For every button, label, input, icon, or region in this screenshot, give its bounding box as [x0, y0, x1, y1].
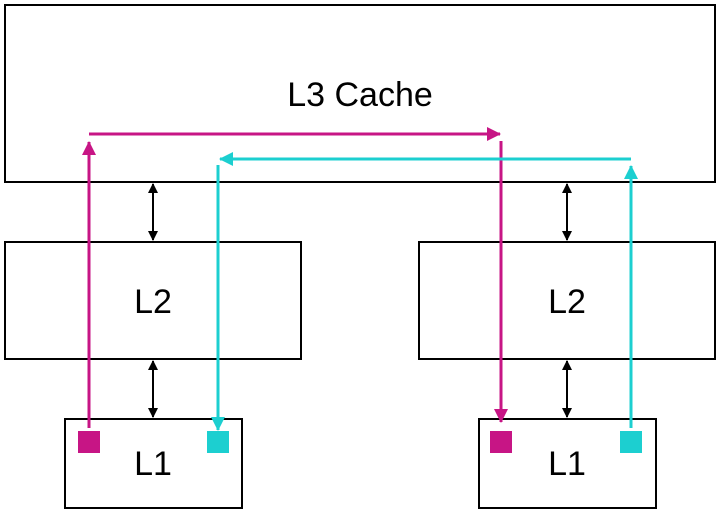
magenta-cache-line-left [78, 431, 100, 453]
cyan-cache-line-right [620, 431, 642, 453]
l3-cache-box [4, 4, 716, 183]
l2-label-left: L2 [134, 283, 172, 321]
l1-label-right: L1 [548, 445, 586, 483]
l2-box-right [418, 241, 716, 360]
l1-label-left: L1 [134, 445, 172, 483]
l3-cache-label: L3 Cache [287, 76, 433, 114]
l2-box-left [4, 241, 302, 360]
magenta-cache-line-right [490, 431, 512, 453]
l2-label-right: L2 [548, 283, 586, 321]
cyan-cache-line-left [207, 431, 229, 453]
